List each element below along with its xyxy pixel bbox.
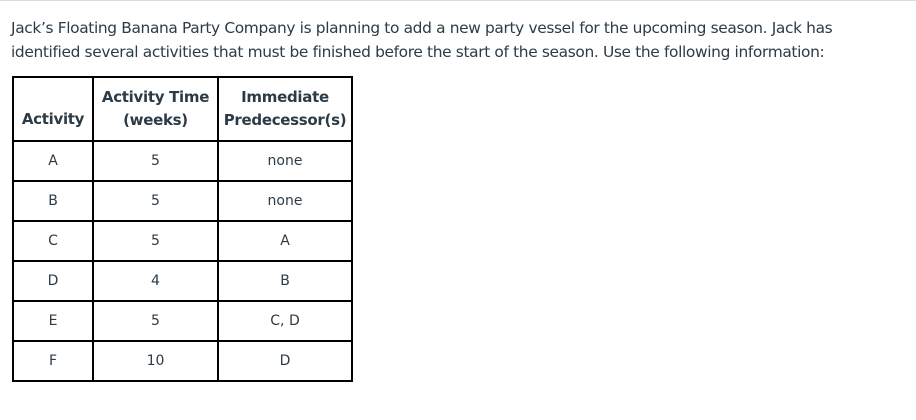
cell-activity: A bbox=[12, 140, 94, 182]
cell-predecessors: B bbox=[217, 260, 353, 302]
table-row: E 5 C, D bbox=[12, 300, 353, 342]
cell-time: 4 bbox=[92, 260, 219, 302]
table-row: D 4 B bbox=[12, 260, 353, 302]
intro-line-2: identified several activities that must … bbox=[11, 43, 825, 61]
header-row: Activity Activity Time (weeks) Immediate… bbox=[12, 76, 353, 142]
activity-table: Activity Activity Time (weeks) Immediate… bbox=[12, 76, 353, 382]
cell-time: 10 bbox=[92, 340, 219, 382]
cell-predecessors: C, D bbox=[217, 300, 353, 342]
cell-predecessors: A bbox=[217, 220, 353, 262]
cell-activity: D bbox=[12, 260, 94, 302]
cell-predecessors: none bbox=[217, 140, 353, 182]
cell-activity: C bbox=[12, 220, 94, 262]
header-activity: Activity bbox=[12, 76, 94, 142]
cell-time: 5 bbox=[92, 180, 219, 222]
top-divider bbox=[0, 0, 916, 1]
problem-statement: Jack’s Floating Banana Party Company is … bbox=[11, 16, 911, 64]
cell-time: 5 bbox=[92, 220, 219, 262]
table-row: A 5 none bbox=[12, 140, 353, 182]
table-row: F 10 D bbox=[12, 340, 353, 382]
header-activity-time: Activity Time (weeks) bbox=[92, 76, 219, 142]
cell-predecessors: none bbox=[217, 180, 353, 222]
cell-time: 5 bbox=[92, 300, 219, 342]
header-immediate-predecessors: Immediate Predecessor(s) bbox=[217, 76, 353, 142]
cell-predecessors: D bbox=[217, 340, 353, 382]
cell-activity: E bbox=[12, 300, 94, 342]
intro-line-1: Jack’s Floating Banana Party Company is … bbox=[11, 19, 833, 37]
cell-time: 5 bbox=[92, 140, 219, 182]
table-row: C 5 A bbox=[12, 220, 353, 262]
table-row: B 5 none bbox=[12, 180, 353, 222]
cell-activity: F bbox=[12, 340, 94, 382]
cell-activity: B bbox=[12, 180, 94, 222]
